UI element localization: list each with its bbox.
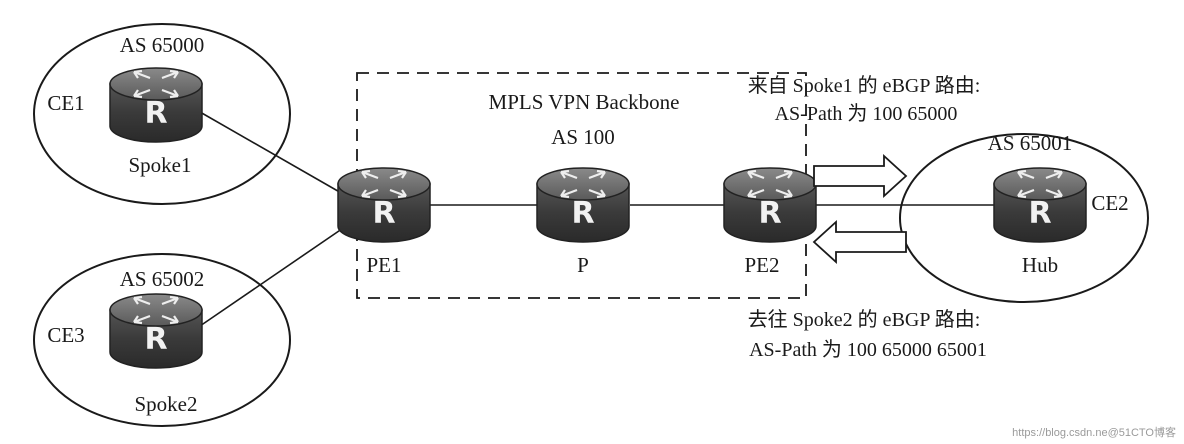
link-ce3-pe1 <box>199 221 353 327</box>
router-ce1[interactable] <box>108 66 204 144</box>
router-pe2[interactable] <box>722 166 818 244</box>
spoke2-as-label: AS 65002 <box>120 267 205 291</box>
spoke1-as-boundary <box>33 23 291 205</box>
ce2-label: CE2 <box>1091 191 1128 215</box>
arrow-right-icon <box>813 153 908 199</box>
spoke1-name-label: Spoke1 <box>129 153 192 177</box>
router-icon <box>108 292 204 370</box>
pe2-label: PE2 <box>744 253 779 277</box>
link-ce1-pe1 <box>199 111 351 199</box>
spoke1-as-label: AS 65000 <box>120 33 205 57</box>
arrow-left-icon <box>812 219 907 265</box>
to-spoke2-route-line2: AS-Path 为 100 65000 65001 <box>749 338 987 361</box>
router-icon <box>535 166 631 244</box>
from-spoke1-route-line1: 来自 Spoke1 的 eBGP 路由: <box>748 74 981 97</box>
router-icon <box>722 166 818 244</box>
watermark: https://blog.csdn.ne@51CTO博客 <box>1012 425 1176 439</box>
router-ce3[interactable] <box>108 292 204 370</box>
from-spoke1-route-line2: AS-Path 为 100 65000 <box>775 102 958 125</box>
router-icon <box>108 66 204 144</box>
router-pe1[interactable] <box>336 166 432 244</box>
router-icon <box>992 166 1088 244</box>
p-label: P <box>577 253 589 277</box>
backbone-title: MPLS VPN Backbone <box>489 90 680 114</box>
hub-as-label: AS 65001 <box>988 131 1073 155</box>
router-ce2[interactable] <box>992 166 1088 244</box>
hub-as-boundary <box>899 133 1149 303</box>
spoke2-name-label: Spoke2 <box>135 392 198 416</box>
spoke2-as-boundary <box>33 253 291 427</box>
router-icon <box>336 166 432 244</box>
ce3-label: CE3 <box>47 323 84 347</box>
backbone-as-label: AS 100 <box>551 125 615 149</box>
to-spoke2-route-line1: 去往 Spoke2 的 eBGP 路由: <box>748 308 981 331</box>
hub-name-label: Hub <box>1022 253 1058 277</box>
router-p[interactable] <box>535 166 631 244</box>
ce1-label: CE1 <box>47 91 84 115</box>
pe1-label: PE1 <box>366 253 401 277</box>
links <box>199 111 1000 327</box>
